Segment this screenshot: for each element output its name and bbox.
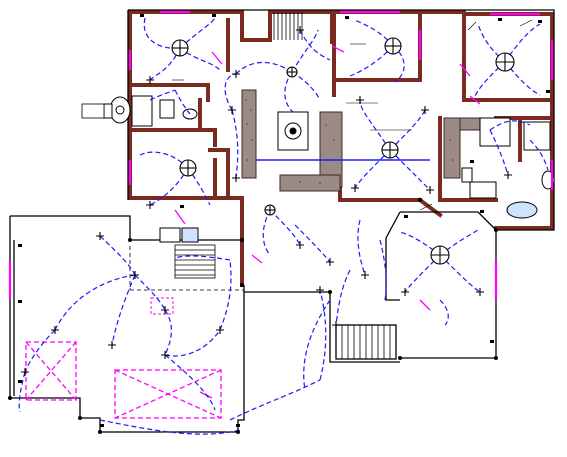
dimension-ticks [172,19,533,211]
ceiling-lights [171,37,515,265]
magenta-switch-runs [174,45,481,399]
garage-dashed-edge [129,246,244,291]
plan-notes [81,103,105,119]
outlet-marks [18,14,550,427]
kitchen-counters [241,89,491,192]
stairs-upper [273,12,303,40]
stairs-garage [174,244,216,279]
panel-note-box [81,103,105,119]
light-fixture-7 [286,66,298,78]
light-fixture-3 [384,37,402,55]
light-fixture-1 [171,39,189,57]
counter-texture [245,99,454,184]
exterior-outline [9,9,555,433]
window-marks [8,10,554,300]
garage-fixture-box [150,297,174,315]
light-fixture-6 [430,245,450,265]
wiring-runs [18,17,549,435]
recessed-lights [21,26,512,376]
structural-dots [8,198,498,434]
stairs-lower-right [341,325,391,359]
light-fixture-4 [495,52,515,72]
light-fixture-2 [179,159,197,177]
garage-door-left [25,341,77,401]
kitchen-island [277,111,309,151]
light-fixture-5 [381,141,399,159]
light-fixture-8 [264,204,276,216]
garage-door-right [114,369,222,419]
